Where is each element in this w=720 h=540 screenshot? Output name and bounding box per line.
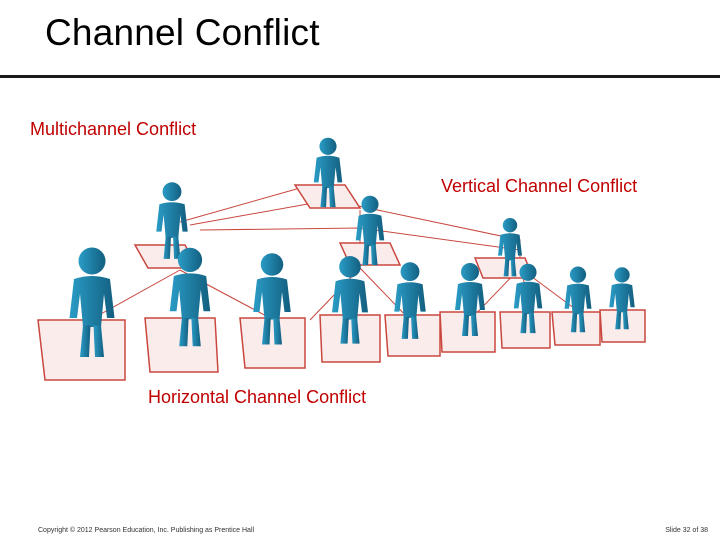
slide-number: Slide 32 of 38	[665, 527, 708, 534]
square-bottom-3	[239, 317, 306, 369]
vertical-conflict-label: Vertical Channel Conflict	[441, 176, 638, 196]
copyright-footer: Copyright © 2012 Pearson Education, Inc.…	[38, 527, 255, 534]
multichannel-conflict-label: Multichannel Conflict	[30, 119, 197, 139]
square-bottom-4	[319, 314, 381, 363]
square-bottom-9	[599, 309, 646, 343]
slide-title: Channel Conflict	[45, 12, 320, 53]
title-divider	[0, 75, 720, 78]
horizontal-conflict-label: Horizontal Channel Conflict	[148, 387, 367, 407]
